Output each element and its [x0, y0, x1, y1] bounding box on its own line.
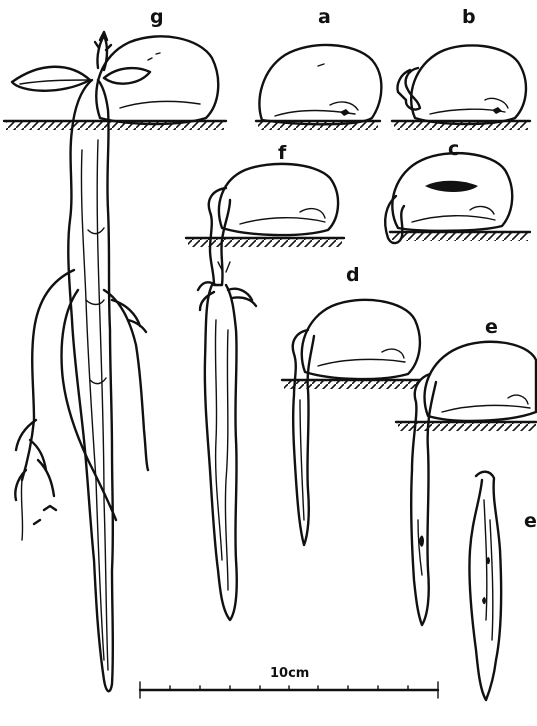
stage-b-seed: [398, 45, 526, 124]
label-e-top: e: [485, 318, 498, 337]
label-d: d: [346, 266, 360, 285]
stage-e-ground: [396, 422, 536, 431]
stage-g-lateral-roots: [15, 270, 148, 540]
stage-c-seed: [385, 153, 512, 243]
label-g: g: [150, 8, 164, 27]
stage-d-seed: [302, 300, 420, 379]
label-b: b: [462, 8, 476, 27]
scale-bar-label: 10cm: [270, 666, 309, 681]
label-f: f: [278, 144, 286, 163]
stage-g-main-root: [68, 80, 113, 691]
label-c: c: [448, 140, 459, 159]
stage-c-ground: [390, 232, 530, 241]
stage-g-seed: [96, 36, 218, 124]
stage-f-seed: [219, 164, 338, 235]
stage-a-seed: [259, 45, 381, 124]
scale-bar: [140, 682, 438, 698]
stage-e-detail-root: [469, 472, 501, 700]
stage-g-ground: [4, 121, 226, 130]
stage-a-ground: [256, 121, 380, 130]
label-a: a: [318, 8, 331, 27]
stage-g-leaves: [12, 32, 150, 91]
stage-e-root: [411, 374, 436, 625]
stage-b-ground: [392, 121, 530, 130]
stage-d-ground: [282, 380, 420, 389]
stage-f-seedling: [198, 188, 256, 620]
label-e-detail: e: [524, 512, 537, 531]
stage-e-seed: [425, 342, 536, 421]
